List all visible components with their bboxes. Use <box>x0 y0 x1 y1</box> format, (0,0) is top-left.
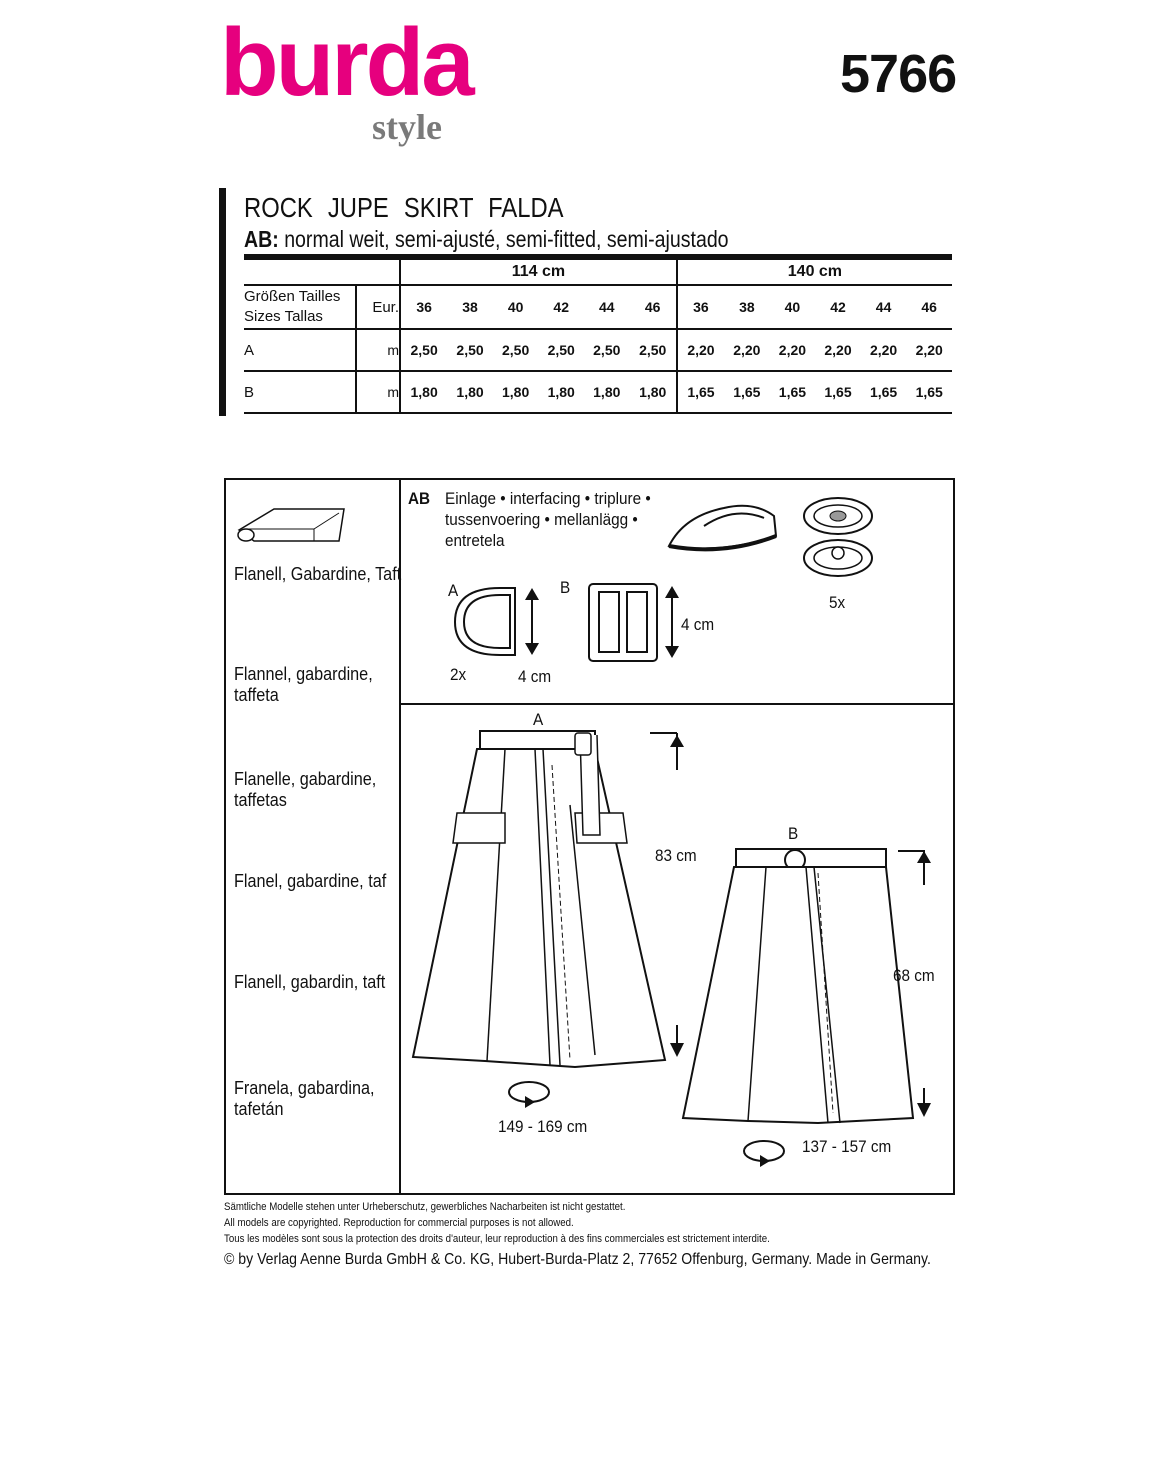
table-cell: 2,50 <box>583 329 630 372</box>
table-cell: 36 <box>676 285 725 330</box>
table-cell: 2,50 <box>538 329 584 372</box>
divider <box>399 478 401 1193</box>
brand-logo-sub: style <box>372 107 442 147</box>
interfacing-label: entretela <box>445 531 505 550</box>
table-cell: 1,80 <box>538 371 584 414</box>
unit: m <box>356 371 401 414</box>
table-cell: 1,65 <box>724 371 770 414</box>
table-cell: 2,50 <box>492 329 539 372</box>
table-cell: 44 <box>860 285 907 330</box>
view-a-length: 83 cm <box>655 846 697 865</box>
width-header: 114 cm <box>399 257 678 286</box>
table-cell: 1,65 <box>769 371 816 414</box>
fit-description: AB: normal weit, semi-ajusté, semi-fitte… <box>244 226 729 252</box>
view-label: A <box>244 329 357 372</box>
table-cell: 1,80 <box>492 371 539 414</box>
table-cell: 1,80 <box>583 371 630 414</box>
iron-icon <box>667 504 778 552</box>
fit-prefix: AB: <box>244 226 279 252</box>
table-cell: 46 <box>906 285 952 330</box>
fabric-bolt-icon <box>237 508 345 542</box>
fabric-de: Flanell, Gabardine, Taft <box>234 564 402 584</box>
notions-views: AB <box>408 489 431 508</box>
accent-bar <box>219 188 226 416</box>
buckle-view-label: B <box>560 578 571 597</box>
fabric-sv: Flanell, gabardin, taft <box>234 972 386 992</box>
copyright-en: All models are copyrighted. Reproduction… <box>224 1217 574 1229</box>
table-cell: 1,80 <box>400 371 448 414</box>
table-cell: 40 <box>769 285 816 330</box>
table-cell: 2,20 <box>676 329 725 372</box>
table-cell: 1,65 <box>676 371 725 414</box>
snaps-quantity: 5x <box>829 593 846 612</box>
unit: m <box>356 329 401 372</box>
skirt-a-drawing <box>411 730 684 1069</box>
table-cell: 1,80 <box>629 371 678 414</box>
table-cell: 1,80 <box>447 371 493 414</box>
d-ring-icon <box>453 587 539 656</box>
table-cell: 2,50 <box>447 329 493 372</box>
table-cell: 1,65 <box>815 371 861 414</box>
table-cell: 2,20 <box>860 329 907 372</box>
brand-logo: burda <box>220 9 475 116</box>
pattern-number: 5766 <box>840 44 957 104</box>
fit-text: normal weit, semi-ajusté, semi-fitted, s… <box>278 226 729 252</box>
fabric-fr: Flanelle, gabardine, taffetas <box>234 769 377 810</box>
table-cell: 2,20 <box>815 329 861 372</box>
ring-size: 4 cm <box>518 667 552 686</box>
eur-label: Eur. <box>356 285 401 330</box>
table-cell: 36 <box>400 285 448 330</box>
table-cell: 2,50 <box>629 329 678 372</box>
table-cell: 42 <box>538 285 584 330</box>
snap-fastener-icon <box>803 497 873 577</box>
view-b-hem: 137 - 157 cm <box>802 1137 892 1156</box>
buckle-size: 4 cm <box>681 615 715 634</box>
table-cell: 1,65 <box>860 371 907 414</box>
table-cell: 38 <box>447 285 493 330</box>
view-b-label: B <box>788 824 799 843</box>
table-cell: 38 <box>724 285 770 330</box>
table-cell: 2,20 <box>769 329 816 372</box>
fabric-es: Franela, gabardina, tafetán <box>234 1078 375 1119</box>
size-label: Sizes Tallas <box>244 308 323 325</box>
publisher-line: © by Verlag Aenne Burda GmbH & Co. KG, H… <box>224 1251 931 1268</box>
width-header: 140 cm <box>676 257 952 286</box>
ring-quantity: 2x <box>450 665 467 684</box>
table-cell: 46 <box>629 285 678 330</box>
fabric-en: Flannel, gabardine, taffeta <box>234 664 373 705</box>
page-title: ROCK JUPE SKIRT FALDA <box>244 192 564 223</box>
size-label: Größen Tailles <box>244 288 341 305</box>
view-a-label: A <box>533 710 544 729</box>
skirt-b-drawing <box>681 848 931 1125</box>
view-b-length: 68 cm <box>893 966 935 985</box>
interfacing-label: Einlage • interfacing • triplure • <box>445 489 651 508</box>
buckle-icon <box>588 583 679 662</box>
info-box <box>224 478 955 1195</box>
hem-circumference-icon <box>508 1081 550 1108</box>
interfacing-label: tussenvoering • mellanlägg • <box>445 510 638 529</box>
table-cell: 44 <box>583 285 630 330</box>
table-cell: 1,65 <box>906 371 952 414</box>
table-cell: 2,50 <box>400 329 448 372</box>
view-label: B <box>244 371 357 414</box>
view-a-hem: 149 - 169 cm <box>498 1117 588 1136</box>
table-cell: 2,20 <box>906 329 952 372</box>
table-cell: 42 <box>815 285 861 330</box>
hem-circumference-icon <box>743 1140 785 1167</box>
copyright-fr: Tous les modèles sont sous la protection… <box>224 1233 770 1245</box>
fabric-nl: Flanel, gabardine, taf <box>234 871 387 891</box>
table-cell: 40 <box>492 285 539 330</box>
table-cell: 2,20 <box>724 329 770 372</box>
copyright-de: Sämtliche Modelle stehen unter Urhebersc… <box>224 1201 626 1213</box>
divider <box>400 703 953 705</box>
ring-view-label: A <box>448 581 459 600</box>
table-row: 114 cm 140 cm <box>244 257 952 286</box>
